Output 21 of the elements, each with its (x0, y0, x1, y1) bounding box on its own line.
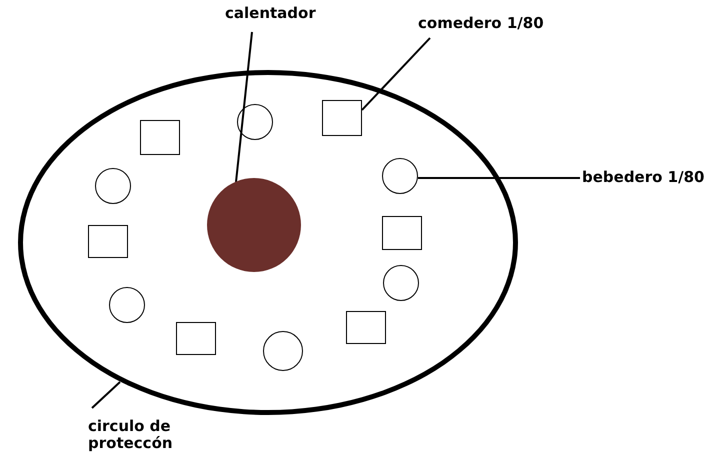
leader-line (91, 381, 121, 409)
drinker-label: bebedero 1/80 (582, 169, 716, 186)
circle-marker (109, 287, 145, 323)
leader-line (235, 32, 253, 182)
circle-marker (263, 331, 303, 371)
leader-line (418, 177, 580, 179)
protection-circle-label: circulo de proteccón (88, 418, 188, 452)
circle-marker (95, 168, 131, 204)
square-marker (346, 311, 386, 344)
square-marker (176, 322, 216, 355)
circle-marker (237, 104, 273, 140)
drinker-circle (382, 158, 418, 194)
leader-line (361, 37, 431, 111)
protection-circle (18, 70, 518, 415)
heater-label: calentador (225, 5, 335, 22)
square-marker (88, 225, 128, 258)
square-marker (140, 120, 180, 155)
square-marker (382, 216, 422, 250)
circle-marker (383, 265, 419, 301)
square-marker (322, 100, 362, 136)
feeder-label: comedero 1/80 (418, 15, 598, 32)
